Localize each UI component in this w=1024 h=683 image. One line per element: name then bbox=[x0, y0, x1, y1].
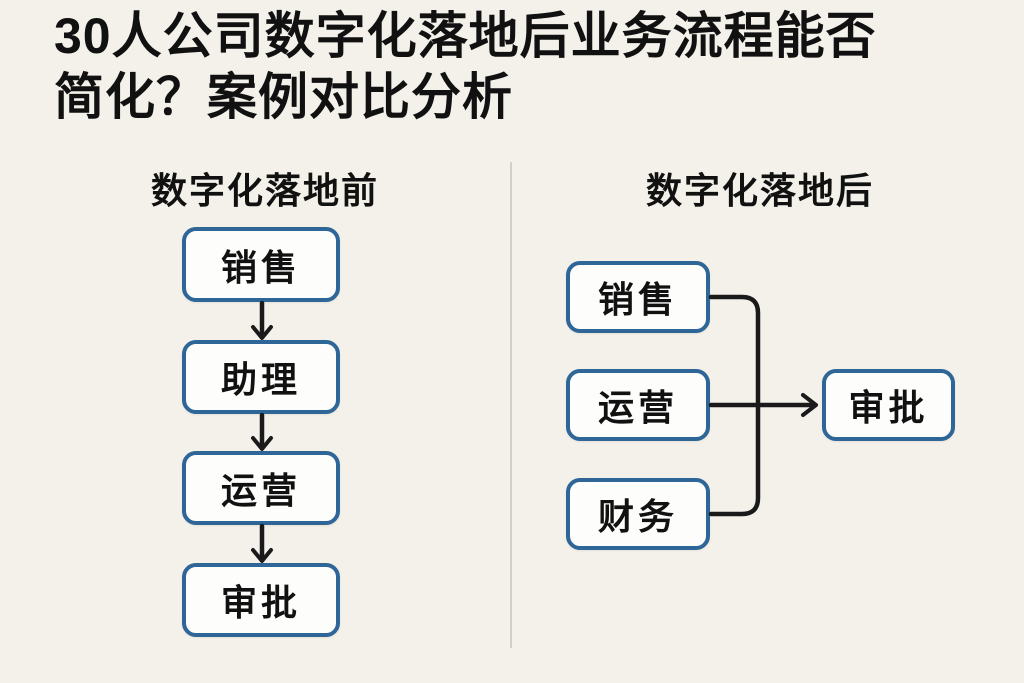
arrow-operations-to-approval bbox=[251, 523, 273, 563]
before-node-approval-label: 审批 bbox=[220, 582, 301, 623]
after-node-sales: 销售 bbox=[566, 261, 710, 333]
after-node-sales-label: 销售 bbox=[597, 279, 678, 320]
page-title: 30人公司数字化落地后业务流程能否 简化？案例对比分析 bbox=[54, 6, 1004, 128]
after-node-approval: 审批 bbox=[822, 369, 955, 441]
arrow-assistant-to-operations bbox=[251, 412, 273, 451]
title-line-1: 30人公司数字化落地后业务流程能否 bbox=[54, 8, 877, 64]
connector-finance-to-trunk bbox=[708, 402, 761, 517]
before-node-assistant: 助理 bbox=[182, 340, 340, 414]
after-node-finance-label: 财务 bbox=[597, 496, 678, 537]
after-node-operations-label: 运营 bbox=[597, 387, 678, 428]
connector-sales-to-trunk bbox=[708, 294, 761, 408]
before-node-approval: 审批 bbox=[182, 563, 340, 637]
before-panel-heading: 数字化落地前 bbox=[150, 170, 379, 211]
arrow-trunk-to-approval bbox=[708, 393, 818, 417]
title-line-2: 简化？案例对比分析 bbox=[54, 69, 513, 125]
before-node-assistant-label: 助理 bbox=[220, 359, 301, 400]
after-node-finance: 财务 bbox=[566, 478, 710, 550]
after-node-operations: 运营 bbox=[566, 369, 710, 441]
before-node-sales: 销售 bbox=[182, 227, 340, 302]
before-node-operations: 运营 bbox=[182, 451, 340, 525]
before-node-operations-label: 运营 bbox=[220, 470, 301, 511]
panel-divider bbox=[510, 162, 512, 648]
arrow-sales-to-assistant bbox=[251, 300, 273, 340]
after-node-approval-label: 审批 bbox=[848, 387, 929, 428]
after-panel-heading: 数字化落地后 bbox=[645, 170, 874, 211]
before-node-sales-label: 销售 bbox=[220, 246, 301, 288]
